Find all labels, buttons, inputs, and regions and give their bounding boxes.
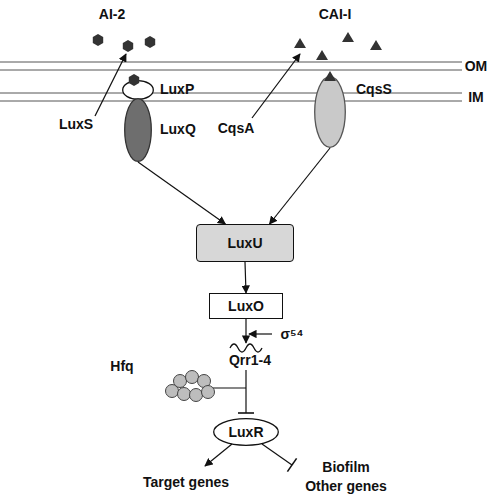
ellipse-outline — [124, 98, 152, 162]
inhibition-line — [245, 370, 246, 413]
text-label: CAI-I — [319, 7, 352, 21]
hfq-subunit — [186, 371, 199, 384]
signal-arrow — [270, 148, 331, 224]
cai1-molecule — [342, 32, 354, 42]
text-label: Qrr1-4 — [229, 353, 271, 367]
signal-arrow — [138, 162, 225, 224]
sigma-arrow — [249, 333, 272, 334]
text-label: IM — [468, 90, 484, 104]
protein-label: LuxQ — [160, 122, 196, 136]
hfq-subunit — [202, 386, 215, 399]
outer-membrane-line — [0, 70, 462, 71]
ai2-molecule — [145, 36, 155, 48]
protein-label: LuxP — [160, 82, 194, 96]
signal-arrow — [245, 262, 246, 293]
protein-box: LuxU — [196, 224, 294, 262]
protein-ellipse: LuxP — [122, 80, 154, 100]
cai1-molecule — [324, 71, 336, 81]
cai1-molecule — [294, 38, 306, 48]
text-label: AI-2 — [99, 7, 125, 21]
hfq-subunit — [166, 385, 179, 398]
protein-ellipse: LuxR — [213, 418, 279, 446]
text-label: σ⁵⁴ — [280, 327, 303, 341]
inhibition-line — [262, 444, 292, 465]
inhibition-bar — [287, 458, 296, 471]
srna-symbol — [230, 344, 262, 352]
hfq-subunit — [190, 389, 203, 402]
hfq-subunit — [174, 375, 187, 388]
ai2-molecule — [93, 34, 103, 46]
protein-ellipse: CqsS — [314, 76, 346, 148]
text-label: Other genes — [305, 479, 387, 493]
outer-membrane-line — [0, 62, 462, 63]
activation-arrow — [205, 444, 232, 466]
hfq-subunit — [178, 388, 191, 401]
text-label: Target genes — [143, 475, 229, 489]
text-label: Biofilm — [322, 460, 369, 474]
ellipse-shape — [123, 81, 154, 100]
activation-arrow — [245, 319, 246, 343]
protein-name: LuxR — [229, 425, 264, 439]
text-label: OM — [465, 59, 488, 73]
cai1-molecule — [316, 50, 328, 60]
text-label: Hfq — [110, 359, 133, 373]
protein-name: LuxU — [228, 236, 263, 250]
ellipse-shape — [315, 77, 346, 148]
inhibition-bar — [238, 412, 254, 414]
ellipse-shape — [125, 99, 152, 162]
protein-ellipse: LuxQ — [124, 98, 152, 162]
protein-box: LuxO — [209, 293, 283, 319]
ai2-molecule — [123, 40, 133, 52]
ellipse-outline — [314, 76, 346, 148]
ellipse-outline — [122, 80, 154, 100]
hfq-subunit — [198, 375, 211, 388]
inner-membrane-line — [0, 93, 462, 94]
synthesis-arrow — [252, 54, 300, 118]
inner-membrane-line — [0, 101, 462, 102]
protein-label: CqsS — [356, 82, 392, 96]
cai1-molecule — [370, 40, 382, 50]
ellipse-shape — [214, 419, 279, 446]
hfq-link-line — [212, 387, 246, 388]
text-label: LuxS — [59, 117, 93, 131]
synthesis-arrow — [95, 54, 126, 116]
text-label: CqsA — [218, 121, 255, 135]
ai2-molecule — [129, 74, 139, 86]
protein-name: LuxO — [228, 299, 264, 313]
